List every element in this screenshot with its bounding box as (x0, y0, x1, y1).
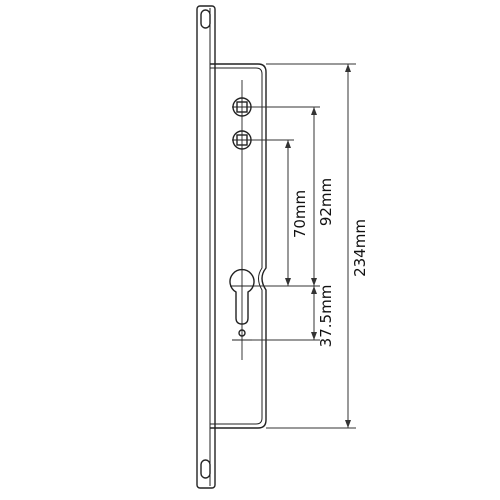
lock-case (210, 63, 267, 429)
label-70mm: 70mm (291, 190, 309, 238)
label-92mm: 92mm (317, 178, 335, 226)
spindle-top (232, 97, 252, 117)
euro-cylinder-cutout (229, 268, 255, 325)
dimension-92mm (311, 107, 317, 286)
label-234mm: 234mm (351, 219, 369, 277)
label-37-5mm: 37.5mm (317, 285, 335, 348)
spindle-second (232, 130, 252, 150)
screw-hole (232, 329, 252, 341)
dimension-70mm (285, 140, 291, 286)
dimension-37-5mm (311, 286, 317, 340)
extension-lines (252, 63, 356, 429)
dimension-234mm (345, 64, 351, 428)
faceplate (196, 5, 216, 489)
